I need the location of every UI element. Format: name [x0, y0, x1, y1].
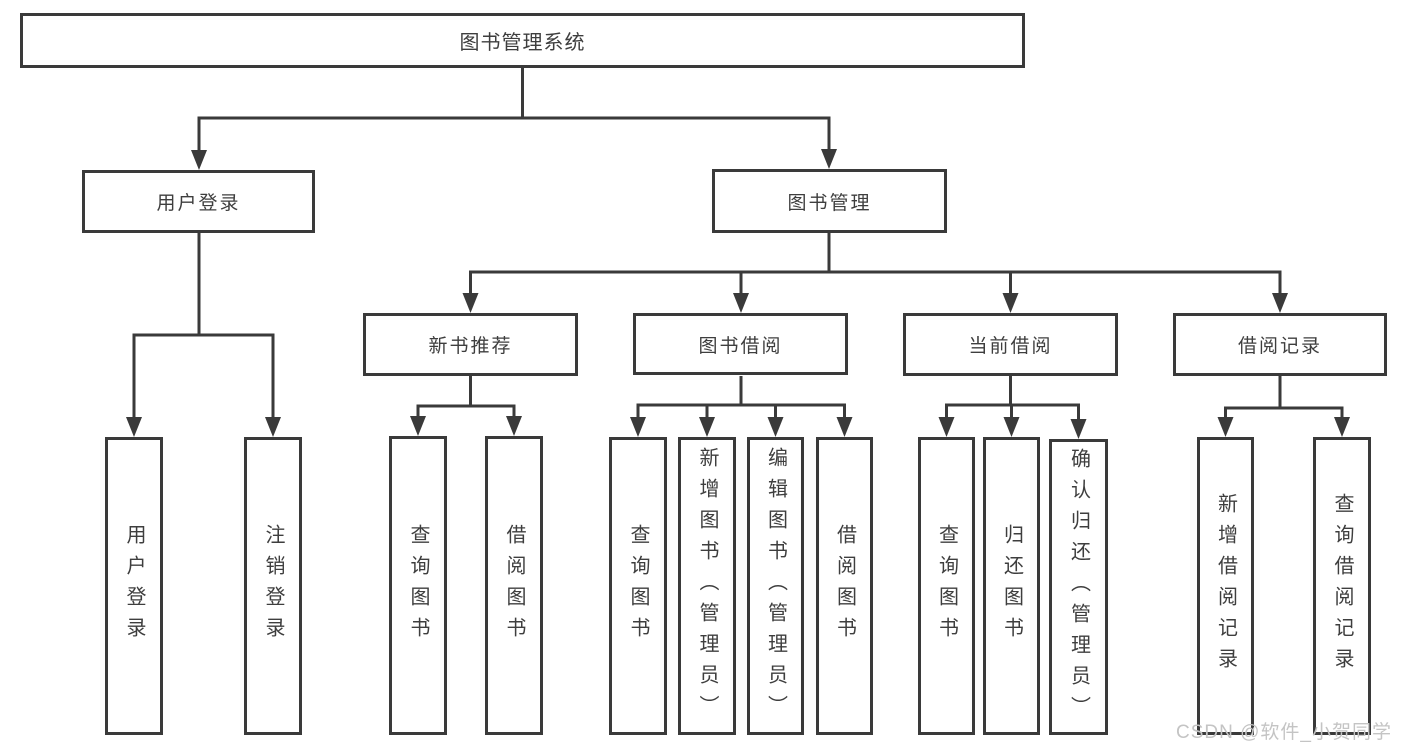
node-label: 新增借阅记录: [1214, 493, 1237, 679]
node-library-management-system: 图书管理系统: [20, 13, 1025, 68]
csdn-watermark: CSDN @软件_小贺同学: [1176, 722, 1392, 743]
node-new-book-recommend: 新书推荐: [363, 313, 578, 376]
node-label: 新书推荐: [428, 336, 513, 357]
leaf-query-borrow-record: 查询借阅记录: [1313, 437, 1371, 735]
node-current-borrow: 当前借阅: [903, 313, 1118, 376]
node-label: 注销登录: [262, 524, 284, 648]
node-label: 查询图书: [627, 524, 649, 648]
leaf-return-books: 归还图书: [983, 437, 1040, 735]
node-label: 图书管理: [787, 192, 872, 214]
node-label: 图书管理系统: [459, 32, 586, 54]
node-book-borrow: 图书借阅: [633, 313, 848, 375]
leaf-logout-login: 注销登录: [244, 437, 302, 735]
leaf-query-books-current: 查询图书: [918, 437, 975, 735]
node-label: 用户登录: [123, 524, 145, 648]
node-book-management: 图书管理: [712, 169, 947, 233]
node-label: 归还图书: [1000, 524, 1023, 648]
leaf-add-books-admin: 新增图书（管理员）: [678, 437, 736, 735]
node-label: 当前借阅: [968, 336, 1053, 357]
node-user-login: 用户登录: [82, 170, 315, 233]
node-label: 查询图书: [407, 523, 429, 648]
node-label: 查询图书: [935, 524, 958, 648]
node-label: 借阅记录: [1237, 336, 1322, 357]
node-borrow-records: 借阅记录: [1173, 313, 1387, 376]
node-label: 借阅图书: [833, 524, 856, 648]
node-label: 编辑图书（管理员）: [764, 446, 787, 726]
leaf-edit-books-admin: 编辑图书（管理员）: [747, 437, 804, 735]
node-label: 查询借阅记录: [1331, 493, 1353, 679]
arrowheads: [126, 149, 1350, 439]
leaf-borrow-books: 借阅图书: [816, 437, 873, 735]
leaf-query-books-recommend: 查询图书: [389, 436, 447, 735]
leaf-borrow-books-recommend: 借阅图书: [485, 436, 543, 735]
leaf-confirm-return-admin: 确认归还（管理员）: [1049, 439, 1108, 735]
node-label: 借阅图书: [503, 523, 525, 648]
node-label: 确认归还（管理员）: [1067, 447, 1090, 727]
node-label: 图书借阅: [698, 335, 783, 357]
leaf-user-login: 用户登录: [105, 437, 163, 735]
node-label: 用户登录: [156, 193, 241, 214]
leaf-query-books-borrow: 查询图书: [609, 437, 667, 735]
node-label: 新增图书（管理员）: [696, 446, 718, 726]
leaf-add-borrow-record: 新增借阅记录: [1197, 437, 1254, 735]
